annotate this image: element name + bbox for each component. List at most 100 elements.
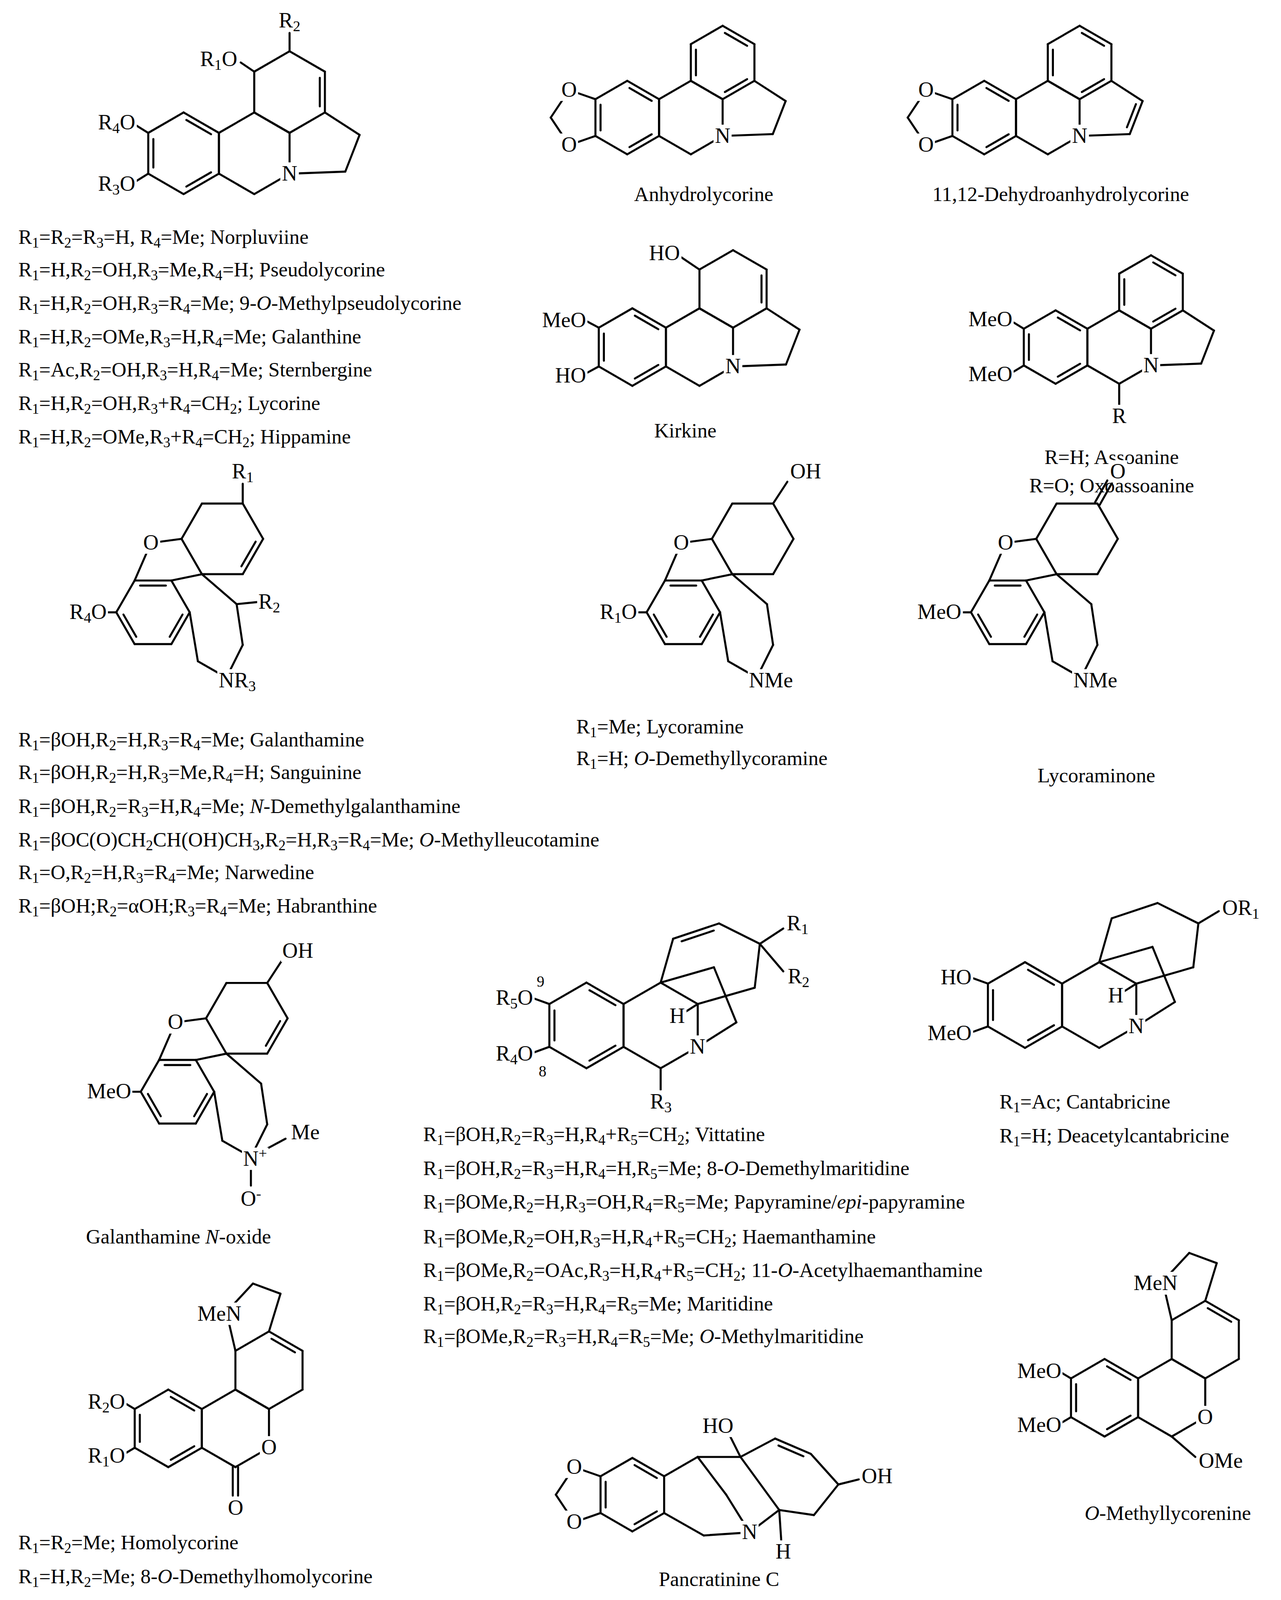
- compound-label: R1=βOMe,R2=H,R3=OH,R4=R5=Me; Papyramine/…: [423, 1190, 966, 1213]
- atom-label: Me: [289, 1120, 322, 1144]
- bond: [694, 49, 697, 76]
- bond: [265, 1020, 281, 1046]
- bond: [181, 503, 202, 539]
- atom-label: O: [1108, 459, 1127, 483]
- bond: [240, 62, 255, 72]
- bond: [595, 135, 628, 155]
- bond: [1091, 603, 1098, 645]
- compound-label: R1=H; O-Demethyllycoramine: [576, 747, 828, 769]
- bond: [532, 1046, 550, 1053]
- bond: [289, 112, 325, 134]
- bond: [754, 80, 786, 101]
- bond: [170, 1446, 195, 1460]
- bond: [1097, 538, 1118, 575]
- bond: [201, 573, 243, 576]
- bond: [978, 614, 992, 637]
- bond: [1062, 962, 1100, 984]
- bond: [740, 1438, 776, 1457]
- bond: [1171, 1358, 1206, 1379]
- atom-label: N: [740, 1520, 759, 1543]
- compound-label: R1=H,R2=OMe,R3+R4=CH2; Hippamine: [18, 425, 351, 448]
- atom-label: MeN: [1132, 1271, 1180, 1295]
- bond: [629, 87, 652, 101]
- bond: [134, 579, 172, 582]
- bond: [604, 1481, 607, 1508]
- compound-label: R1=Ac,R2=OH,R3=H,R4=Me; Sternbergine: [18, 358, 373, 381]
- bond: [718, 923, 760, 944]
- structure: [1060, 1252, 1240, 1457]
- bond: [681, 257, 700, 270]
- bond: [724, 33, 748, 47]
- bond: [719, 612, 729, 662]
- locant-number: 9: [535, 972, 546, 990]
- bond: [195, 1059, 215, 1092]
- bond: [159, 1122, 196, 1125]
- bond: [595, 80, 628, 100]
- bond: [1081, 33, 1105, 47]
- bond: [740, 1456, 779, 1510]
- bond: [1016, 80, 1048, 100]
- bond: [629, 134, 652, 148]
- locant-number: 8: [537, 1062, 548, 1080]
- bond: [1056, 573, 1098, 576]
- bond: [345, 134, 360, 172]
- bond: [201, 1447, 236, 1468]
- bond: [838, 1479, 859, 1485]
- bond: [201, 1408, 203, 1448]
- bond: [1036, 538, 1057, 575]
- atom-label: H: [774, 1540, 793, 1563]
- bond: [779, 1509, 782, 1541]
- bond: [548, 1003, 550, 1047]
- bond: [634, 1464, 658, 1478]
- compound-label: Lycoraminone: [1037, 764, 1156, 786]
- bond: [267, 982, 288, 1019]
- bond: [699, 250, 733, 270]
- bond: [323, 71, 326, 113]
- bond: [116, 580, 135, 612]
- bond: [140, 584, 166, 587]
- bond: [218, 112, 255, 134]
- bond: [183, 112, 220, 134]
- bond: [663, 1456, 698, 1477]
- atom-label: O: [672, 531, 691, 554]
- bond: [226, 1052, 268, 1055]
- bond: [1087, 310, 1120, 329]
- bond: [1181, 273, 1184, 311]
- bond: [1152, 946, 1175, 1002]
- bond: [181, 538, 202, 575]
- bond: [553, 1010, 556, 1040]
- bond: [811, 1453, 839, 1485]
- bond: [986, 134, 1009, 148]
- bond: [1097, 503, 1118, 539]
- atom-label: NMe: [747, 669, 795, 692]
- atom-label: O: [564, 1510, 584, 1533]
- bond: [217, 133, 220, 175]
- atom-label: N: [713, 124, 732, 147]
- bond: [956, 104, 959, 131]
- atom-label: R2: [786, 964, 812, 987]
- atom-label: N+: [241, 1147, 269, 1170]
- bond: [147, 1093, 161, 1117]
- bond: [148, 173, 184, 195]
- bond: [987, 962, 1026, 984]
- atom-label: R2O: [86, 1389, 127, 1413]
- bond: [134, 643, 172, 645]
- bond: [136, 125, 149, 133]
- bond: [1013, 322, 1025, 329]
- bond: [234, 1350, 237, 1390]
- atom-label: MeO: [85, 1079, 133, 1103]
- atom-label: O: [996, 531, 1015, 554]
- structure: [550, 25, 786, 155]
- bond: [254, 112, 290, 134]
- bond: [992, 989, 994, 1020]
- bond: [268, 1293, 281, 1332]
- bond: [1056, 502, 1098, 505]
- compound-label: Kirkine: [654, 419, 717, 442]
- compound-label: R1=βOC(O)CH2CH(OH)CH3,R2=H,R3=R4=Me; O-M…: [18, 828, 600, 851]
- bond: [657, 99, 660, 136]
- bond: [765, 269, 768, 309]
- bond: [698, 269, 701, 309]
- bond: [241, 541, 256, 567]
- compound-label: R1=βOMe,R2=R3=H,R4=R5=Me; O-Methylmariti…: [423, 1325, 864, 1347]
